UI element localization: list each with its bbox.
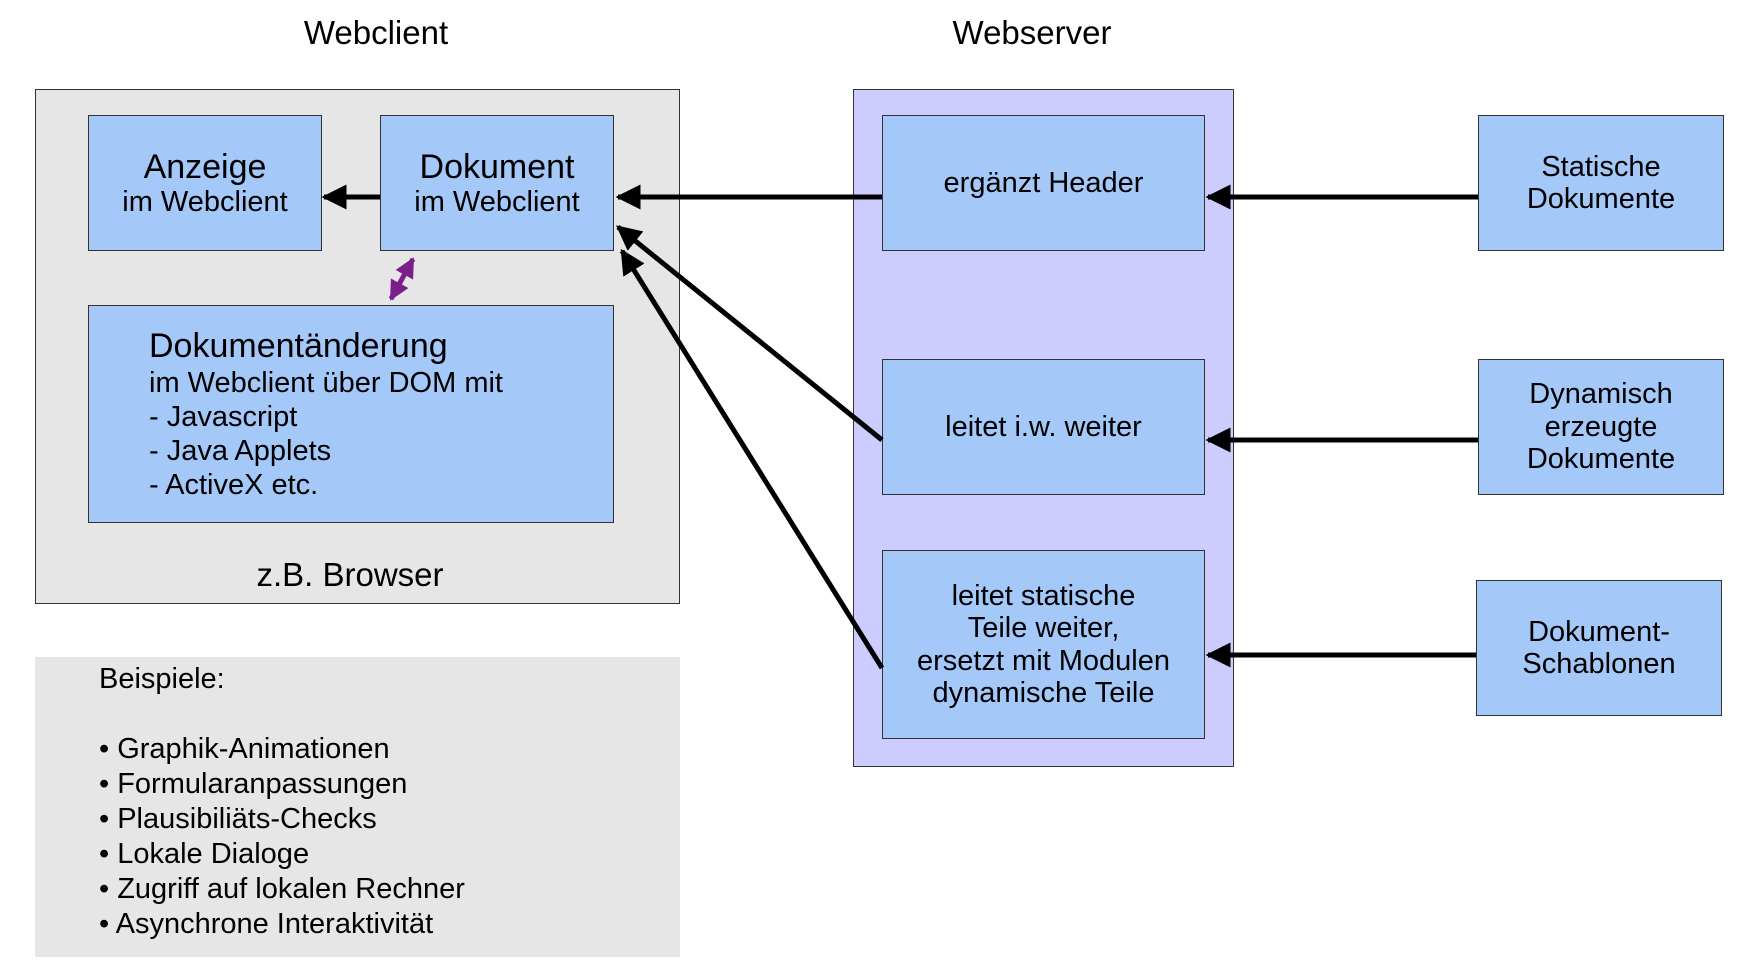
example-item: • Zugriff auf lokalen Rechner	[99, 873, 465, 906]
browser-label: z.B. Browser	[256, 556, 444, 593]
document-change-line: - Javascript	[149, 400, 298, 433]
document-templates-box: Dokument- Schablonen	[1476, 580, 1722, 716]
template-process-box: leitet statische Teile weiter, ersetzt m…	[882, 550, 1205, 739]
display-box: Anzeige im Webclient	[88, 115, 322, 251]
examples-title: Beispiele:	[99, 663, 225, 695]
template-process-line: ersetzt mit Modulen	[916, 644, 1171, 677]
example-item: • Graphik-Animationen	[99, 733, 390, 766]
header-box: ergänzt Header	[882, 115, 1205, 251]
document-box: Dokument im Webclient	[380, 115, 614, 251]
template-process-line: leitet statische	[951, 579, 1136, 612]
static-documents-line: Statische	[1541, 150, 1661, 183]
dynamic-documents-line: Dynamisch	[1529, 378, 1673, 411]
example-item: • Formularanpassungen	[99, 768, 408, 801]
display-box-line: im Webclient	[122, 185, 288, 218]
examples-panel: Beispiele: • Graphik-Animationen • Formu…	[35, 657, 680, 957]
dynamic-documents-line: erzeugte	[1544, 410, 1658, 443]
forward-box-label: leitet i.w. weiter	[945, 410, 1142, 443]
document-templates-line: Schablonen	[1522, 648, 1676, 680]
webclient-heading: Webclient	[303, 14, 449, 51]
header-box-label: ergänzt Header	[943, 166, 1144, 199]
document-box-line: im Webclient	[414, 185, 580, 218]
webserver-heading: Webserver	[952, 14, 1112, 51]
dynamic-documents-line: Dokumente	[1526, 443, 1676, 476]
template-process-line: dynamische Teile	[932, 676, 1155, 709]
example-item: • Plausibiliäts-Checks	[99, 803, 377, 836]
document-change-line: - ActiveX etc.	[149, 469, 319, 502]
example-item: • Asynchrone Interaktivität	[99, 908, 434, 941]
static-documents-box: Statische Dokumente	[1478, 115, 1724, 251]
example-item: • Lokale Dialoge	[99, 838, 310, 871]
document-change-box: Dokumentänderung im Webclient über DOM m…	[88, 305, 614, 523]
display-box-line: Anzeige	[143, 147, 267, 186]
document-change-line: - Java Applets	[149, 435, 332, 468]
forward-box: leitet i.w. weiter	[882, 359, 1205, 495]
dynamic-documents-box: Dynamisch erzeugte Dokumente	[1478, 359, 1724, 495]
document-change-line: im Webclient über DOM mit	[149, 366, 503, 399]
static-documents-line: Dokumente	[1526, 183, 1676, 215]
document-box-line: Dokument	[419, 147, 575, 186]
template-process-line: Teile weiter,	[967, 612, 1120, 645]
document-templates-line: Dokument-	[1528, 615, 1670, 648]
document-change-line: Dokumentänderung	[149, 326, 448, 365]
